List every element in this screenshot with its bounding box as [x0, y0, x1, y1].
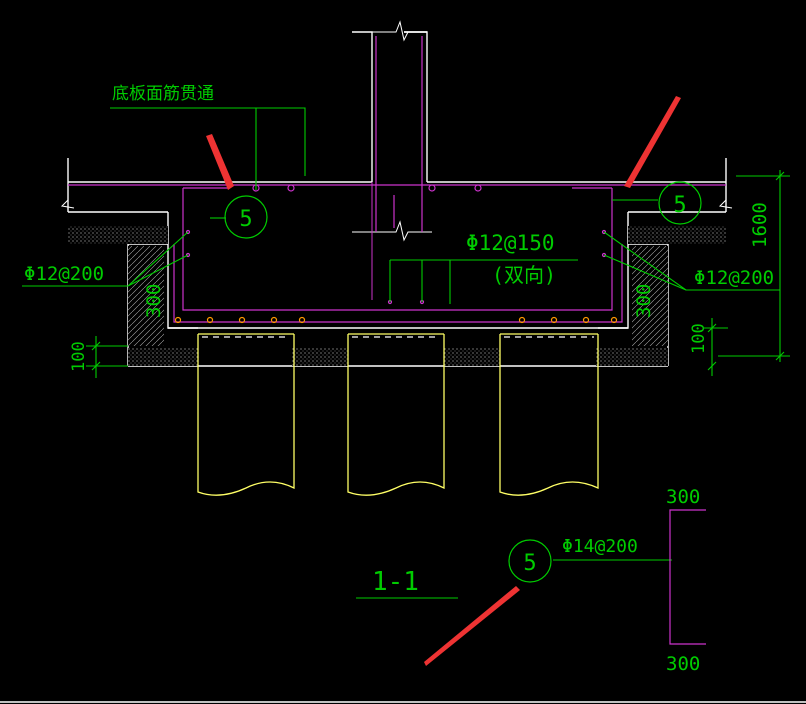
mid-rebar-note: (双向): [492, 263, 556, 287]
dim-1600: 1600: [749, 202, 771, 248]
dim-right-bed: 100: [689, 323, 709, 354]
top-rebar-note: 底板面筋贯通: [112, 84, 214, 104]
detail-bracket: [669, 509, 706, 645]
left-rebar-label: Φ12@200: [24, 263, 104, 285]
concrete-hatching: [68, 226, 726, 366]
dim-right-wall: 300: [633, 284, 655, 318]
rebar-lines: [68, 36, 726, 323]
bubble-left-label: 5: [239, 207, 252, 232]
arrow-right: [624, 96, 681, 188]
dim-left-bed: 100: [69, 341, 89, 372]
bubble-detail-label: 5: [523, 551, 536, 576]
section-label: 1-1: [372, 567, 419, 597]
arrow-detail: [424, 586, 520, 666]
dim-left-wall: 300: [143, 284, 165, 318]
mid-rebar-label: Φ12@150: [466, 231, 555, 255]
bubble-detail: 5: [508, 539, 552, 583]
detail-top-dim: 300: [666, 486, 700, 508]
red-arrows: [206, 96, 681, 666]
bubble-right-label: 5: [673, 193, 686, 218]
right-rebar-label: Φ12@200: [694, 267, 774, 289]
labels: 底板面筋贯通 Φ12@200 Φ12@200 Φ12@150 (双向) Φ14@…: [24, 84, 774, 675]
piles: [197, 333, 599, 496]
bubble-right: 5: [658, 181, 702, 225]
detail-bottom-dim: 300: [666, 653, 700, 675]
arrow-left: [206, 134, 234, 190]
annotation-lines: [22, 107, 790, 599]
detail-rebar-label: Φ14@200: [562, 536, 638, 557]
bottom-dots: [174, 316, 618, 324]
bubble-left: 5: [224, 195, 268, 239]
